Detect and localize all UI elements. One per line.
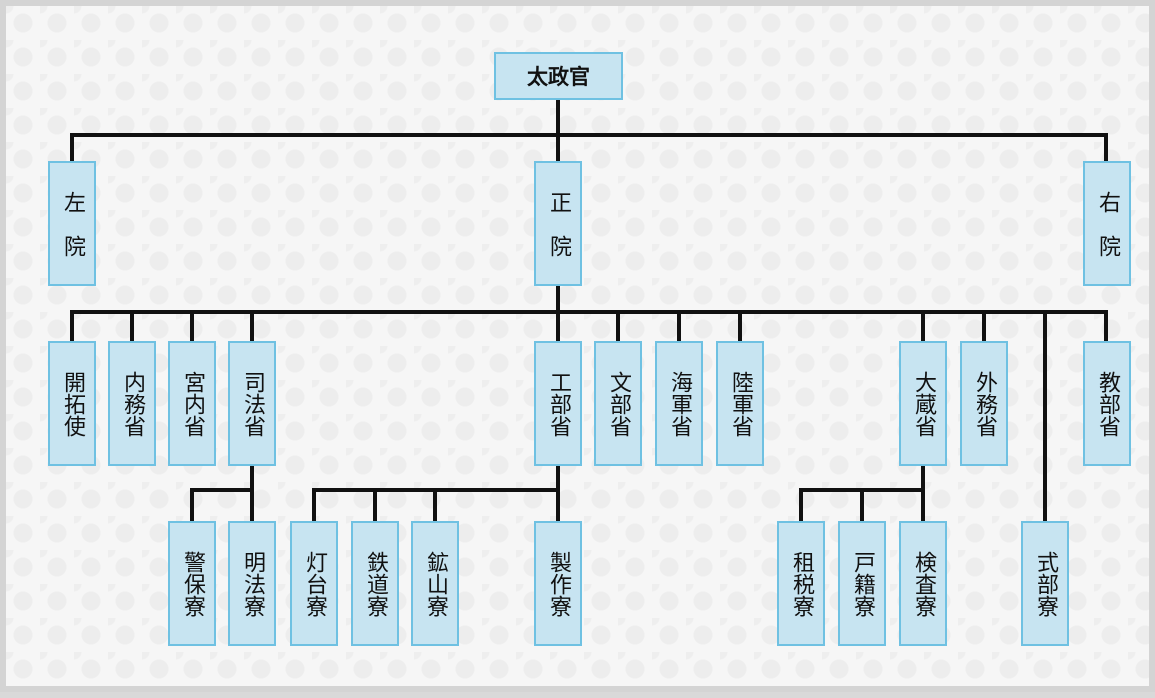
ministry-node: 宮内省 [168, 341, 216, 466]
ministry-label: 宮内省 [180, 370, 205, 437]
connector-lines [70, 97, 1108, 523]
bureau-node: 製作寮 [534, 521, 582, 646]
council-node-right: 右院 [1083, 161, 1131, 286]
ministry-label: 陸軍省 [728, 370, 753, 437]
bureau-label: 鉱山寮 [423, 550, 448, 617]
bureau-label: 租税寮 [789, 550, 814, 617]
ministry-node: 内務省 [108, 341, 156, 466]
bureau-label: 検査寮 [911, 550, 936, 617]
bureau-label: 灯台寮 [302, 550, 327, 617]
ministry-node: 開拓使 [48, 341, 96, 466]
ministry-node: 海軍省 [655, 341, 703, 466]
ministry-label: 文部省 [606, 370, 631, 437]
ministry-node: 大蔵省 [899, 341, 947, 466]
bureau-label: 警保寮 [180, 550, 205, 617]
root-node: 太政官 [494, 52, 623, 100]
ministry-label: 内務省 [120, 370, 145, 437]
bureau-node: 警保寮 [168, 521, 216, 646]
ministry-label: 開拓使 [60, 370, 85, 437]
ministry-node: 文部省 [594, 341, 642, 466]
root-label: 太政官 [527, 65, 590, 89]
council-node-main: 正院 [534, 161, 582, 286]
bureau-node: 検査寮 [899, 521, 947, 646]
ministry-label: 外務省 [972, 370, 997, 437]
bureau-node: 灯台寮 [290, 521, 338, 646]
council-node-left: 左院 [48, 161, 96, 286]
council-label: 正院 [546, 190, 571, 279]
ministry-label: 海軍省 [667, 370, 692, 437]
bureau-label: 製作寮 [546, 550, 571, 617]
ministry-node: 教部省 [1083, 341, 1131, 466]
bureau-node: 鉄道寮 [351, 521, 399, 646]
bureau-node: 租税寮 [777, 521, 825, 646]
ministry-label: 司法省 [240, 370, 265, 437]
bureau-label: 式部寮 [1033, 550, 1058, 617]
council-label: 左院 [60, 190, 85, 279]
ministry-node: 外務省 [960, 341, 1008, 466]
ministry-node: 工部省 [534, 341, 582, 466]
bureau-node: 式部寮 [1021, 521, 1069, 646]
bureau-label: 鉄道寮 [363, 550, 388, 617]
bureau-node: 明法寮 [228, 521, 276, 646]
ministry-label: 教部省 [1095, 370, 1120, 437]
bureau-node: 鉱山寮 [411, 521, 459, 646]
bureau-label: 明法寮 [240, 550, 265, 617]
ministry-node: 陸軍省 [716, 341, 764, 466]
council-label: 右院 [1095, 190, 1120, 279]
bureau-node: 戸籍寮 [838, 521, 886, 646]
ministry-label: 大蔵省 [911, 370, 936, 437]
ministry-node: 司法省 [228, 341, 276, 466]
bureau-label: 戸籍寮 [850, 550, 875, 617]
ministry-label: 工部省 [546, 370, 571, 437]
